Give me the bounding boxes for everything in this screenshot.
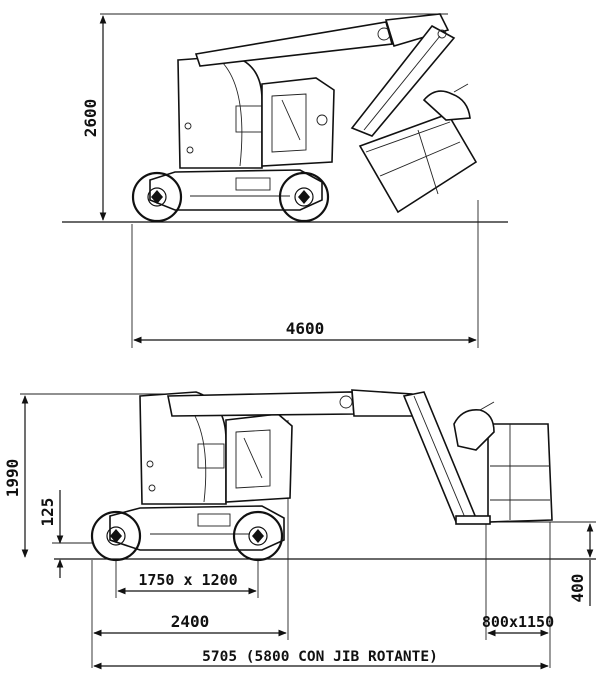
top-jib bbox=[350, 24, 456, 137]
top-rear-wheel bbox=[278, 171, 330, 223]
bottom-basket-mount bbox=[455, 515, 491, 525]
top-length-label: 4600 bbox=[286, 319, 325, 338]
bottom-warning-plate bbox=[197, 443, 225, 469]
basket-size-label: 800x1150 bbox=[482, 613, 554, 631]
tyre-track-label: 1750 x 1200 bbox=[138, 571, 237, 589]
bottom-basket-control-box bbox=[453, 408, 495, 451]
bottom-height-label: 1990 bbox=[3, 459, 22, 498]
top-boom-head bbox=[384, 13, 450, 47]
top-basket-control-box bbox=[422, 90, 471, 121]
platform-height-label: 400 bbox=[568, 574, 587, 603]
overall-length-label: 5705 (5800 CON JIB ROTANTE) bbox=[202, 649, 438, 665]
top-turret bbox=[177, 55, 263, 169]
top-mast-block bbox=[261, 77, 335, 167]
bottom-front-wheel bbox=[90, 510, 142, 562]
top-front-wheel bbox=[131, 171, 183, 223]
top-main-boom bbox=[194, 21, 394, 67]
bottom-main-boom bbox=[167, 391, 355, 417]
top-machine-view: 2600 4600 bbox=[62, 13, 508, 348]
top-basket bbox=[358, 113, 478, 214]
top-height-label: 2600 bbox=[81, 99, 100, 138]
bottom-machine-view: 1990 125 400 1750 x 1200 2400 800x1150 5… bbox=[3, 389, 596, 670]
bottom-rear-wheel bbox=[232, 510, 284, 562]
ground-clearance-label: 125 bbox=[38, 498, 57, 527]
wheelbase-label: 2400 bbox=[171, 612, 210, 631]
bottom-basket bbox=[487, 423, 553, 523]
bottom-chassis bbox=[109, 505, 285, 551]
